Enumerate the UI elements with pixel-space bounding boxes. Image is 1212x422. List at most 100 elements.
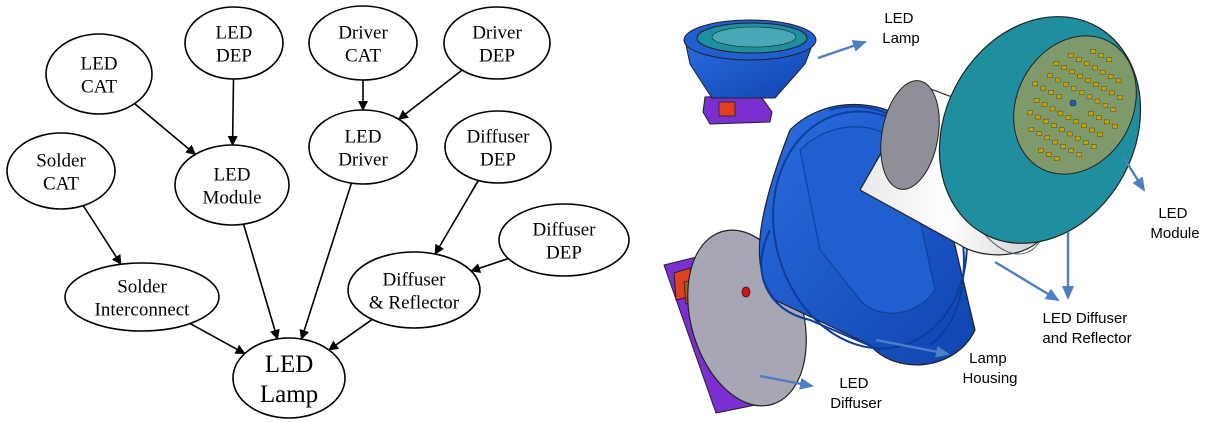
pcb-led	[1110, 107, 1117, 112]
pcb-led	[1056, 94, 1062, 99]
node-label-line: DEP	[480, 150, 516, 171]
node-label-line: DEP	[216, 46, 252, 67]
callout-lamp-housing: Lamp Housing	[962, 350, 1017, 387]
pcb-led	[1088, 111, 1094, 116]
node-label-line: Interconnect	[95, 300, 191, 321]
node-label-line: CAT	[81, 77, 117, 98]
pcb-led	[1076, 57, 1082, 62]
pcb-led	[1051, 123, 1057, 128]
pcb-led	[1052, 139, 1058, 145]
pcb-led	[1068, 53, 1074, 58]
pcb-led	[1117, 94, 1123, 100]
callout-led-diffuser-reflector: LED Diffuser and Reflector	[1042, 310, 1131, 347]
pcb-led	[1107, 74, 1114, 79]
node-ellipse	[444, 110, 552, 184]
led-module-part	[938, 16, 1142, 244]
edge-driver_dep-to-led_driver	[397, 69, 463, 120]
pcb-led	[1077, 73, 1083, 79]
pcb-led	[1098, 53, 1104, 58]
pcb-led	[1109, 90, 1115, 96]
node-ellipse	[308, 109, 418, 185]
callout-led-lamp: LED Lamp	[882, 10, 920, 47]
edge-led_driver-to-led_lamp	[299, 182, 353, 340]
node-label-line: Diffuser	[533, 220, 597, 241]
node-label-line: Driver	[338, 150, 388, 171]
pcb-led	[1047, 73, 1053, 78]
pcb-led	[1049, 106, 1056, 112]
node-ellipse	[443, 6, 551, 80]
pcb-led	[1078, 90, 1085, 95]
pcb-led	[1097, 132, 1103, 137]
pcb-led	[1076, 152, 1082, 157]
pcb-led	[1055, 77, 1061, 83]
node-ellipse	[232, 337, 346, 419]
node-label-line: DEP	[479, 46, 515, 67]
pcb-led	[1085, 78, 1091, 83]
arrow-led-lamp	[817, 40, 867, 60]
pcb-led	[1065, 115, 1072, 120]
node-ellipse	[347, 251, 481, 329]
callout-led-diffuser: LED Diffuser	[830, 375, 881, 412]
pcb-led	[1035, 114, 1041, 120]
pcb-led	[1053, 156, 1060, 161]
node-label-line: DEP	[546, 243, 582, 264]
pcb-led	[1070, 86, 1077, 91]
node-label-line: LED	[81, 54, 118, 75]
node-ellipse	[174, 144, 290, 226]
pcb-led	[1092, 65, 1098, 71]
node-ellipse	[64, 262, 220, 332]
pcb-led	[1059, 127, 1065, 132]
edge-solder_interconnect-to-led_lamp	[189, 322, 246, 355]
edge-diffuser_dep_1-to-diffuser_reflector	[434, 180, 480, 255]
node-label-line: & Reflector	[369, 293, 460, 314]
node-label-line: Solder	[117, 277, 167, 298]
node-label-line: CAT	[43, 174, 79, 195]
pcb-led	[1028, 127, 1035, 132]
pcb-led	[1104, 119, 1110, 125]
lamp-illustration: LED Lamp LED Module LED Diffuser and Ref…	[663, 10, 1200, 414]
arrow-diffuser-reflector-2	[994, 260, 1060, 302]
pcb-led	[1090, 144, 1097, 149]
edge-led_module-to-led_lamp	[242, 223, 280, 340]
pcb-led	[1073, 119, 1080, 124]
pcb-led	[1101, 86, 1107, 91]
node-label-line: Solder	[36, 151, 86, 172]
node-label-line: Diffuser	[467, 127, 531, 148]
pcb-led	[1081, 123, 1088, 129]
pcb-led	[1069, 69, 1075, 75]
node-label-line: Driver	[472, 23, 522, 44]
node-label-line: Module	[202, 188, 261, 209]
pcb-led	[1044, 135, 1051, 141]
node-label-line: Driver	[338, 23, 388, 44]
edge-led_dep-to-led_module	[227, 78, 238, 147]
node-label-line: CAT	[345, 46, 381, 67]
arrow-led-module	[1122, 157, 1146, 192]
pcb-led	[1032, 81, 1038, 87]
pcb-led	[1096, 115, 1102, 120]
pcb-led	[1102, 103, 1109, 108]
pcb-led	[1033, 98, 1040, 103]
graph-edges	[82, 69, 509, 355]
node-label-line: LED	[265, 351, 314, 378]
pcb-led	[1112, 123, 1118, 129]
node-ellipse	[6, 132, 116, 210]
pcb-led	[1048, 90, 1054, 95]
pcb-led	[1075, 135, 1081, 141]
node-ellipse	[498, 203, 630, 277]
node-label-line: LED	[345, 127, 382, 148]
node-label-line: Diffuser	[383, 270, 447, 291]
pcb-led	[1036, 131, 1043, 136]
edge-solder_cat-to-solder_interconnect	[82, 205, 122, 266]
node-ellipse	[308, 5, 418, 81]
pcb-led	[1094, 98, 1101, 104]
pcb-led	[1093, 82, 1099, 87]
